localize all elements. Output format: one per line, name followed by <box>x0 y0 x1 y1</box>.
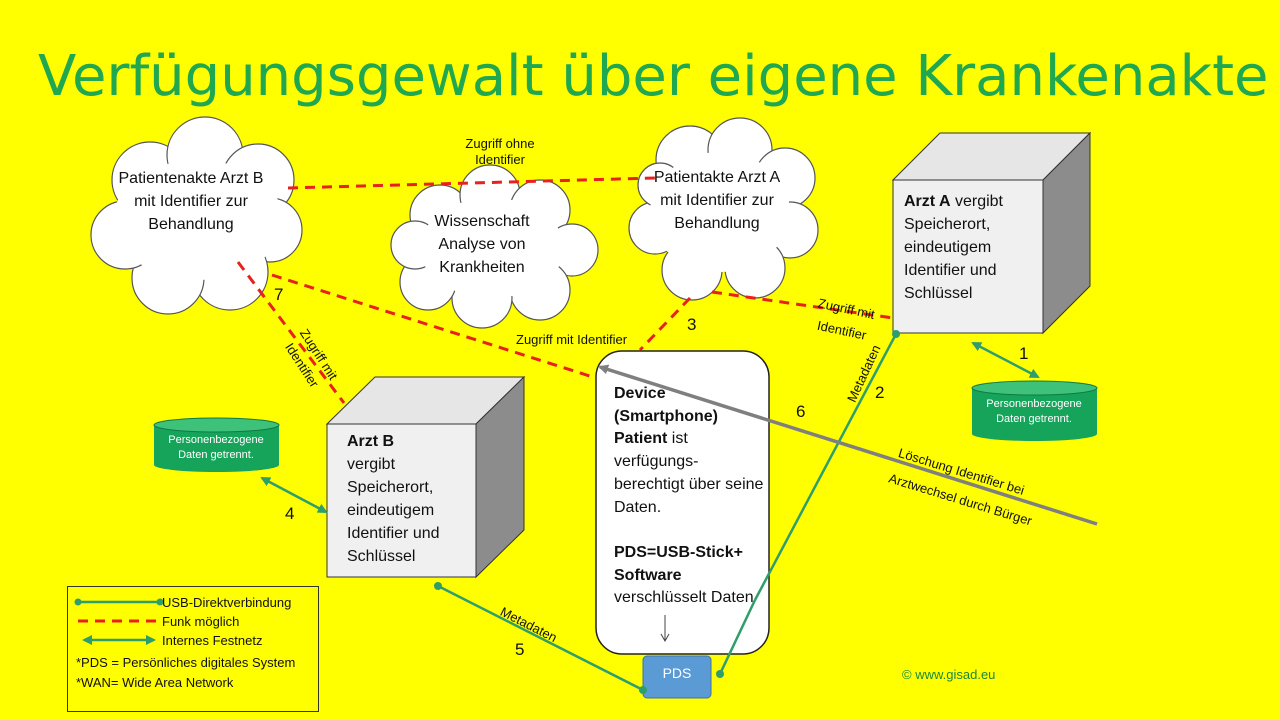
credit: © www.gisad.eu <box>902 667 996 682</box>
device-patient: Patient <box>614 430 668 448</box>
cube-arzt-a-shape <box>891 131 1092 335</box>
arzt-b-label: Arzt B vergibt Speicherort, eindeutigem … <box>347 430 473 568</box>
green-links <box>437 333 898 692</box>
legend-pds-note: *PDS = Persönliches digitales System <box>76 655 296 670</box>
number-6: 6 <box>796 402 806 421</box>
device-label: Device (Smartphone) Patient ist verfügun… <box>614 383 764 610</box>
number-7: 7 <box>274 285 284 304</box>
arrow-loeschung <box>598 364 1098 526</box>
cloud-patient-a-shape <box>628 117 819 301</box>
db-b-label: Personenbezogene Daten getrennt. <box>168 434 264 461</box>
down-arrow-icon <box>660 615 670 643</box>
legend-funk: Funk möglich <box>162 614 240 629</box>
db-a-label: Personenbezogene Daten getrennt. <box>986 398 1082 425</box>
device-text1: ist verfügungs-berechtigt über seine Dat… <box>614 430 764 516</box>
arzt-b-name: Arzt B <box>347 433 395 450</box>
device-pds: PDS=USB-Stick+ Software <box>614 543 743 584</box>
cube-arzt-b-shape <box>325 375 526 579</box>
arrow-db-a-arzt-a <box>971 341 1040 379</box>
red-dashed-links <box>236 176 894 404</box>
cloud-patient-b-label: Patientenakte Arzt B mit Identifier zur … <box>118 170 264 233</box>
db-a-shape <box>971 380 1098 441</box>
pds-box[interactable] <box>642 655 712 699</box>
device-line1: Device <box>614 385 666 402</box>
number-5: 5 <box>515 640 525 659</box>
page-title: Verfügungsgewalt über eigene Krankenakte <box>38 44 1269 109</box>
label-zugriff-ohne: Zugriff ohne Identifier <box>465 136 535 167</box>
legend-wan-note: *WAN= Wide Area Network <box>76 675 234 690</box>
pds-label[interactable]: PDS <box>662 665 692 681</box>
number-3: 3 <box>687 315 697 334</box>
legend-festnetz: Internes Festnetz <box>162 633 263 648</box>
cloud-science-label: Wissenschaft Analyse von Krankheiten <box>434 213 530 276</box>
number-2: 2 <box>875 383 885 402</box>
cloud-science-shape <box>390 164 599 329</box>
green-dots <box>434 330 900 694</box>
number-1: 1 <box>1019 344 1029 363</box>
device-text2: verschlüsselt Daten <box>614 589 754 607</box>
db-b-shape <box>153 417 280 472</box>
legend: USB-Direktverbindung Funk möglich Intern… <box>67 586 319 712</box>
device-box <box>595 350 770 655</box>
arrow-db-b-arzt-b <box>260 476 328 514</box>
arzt-b-text: vergibt Speicherort, eindeutigem Identif… <box>347 456 440 565</box>
cloud-patient-a-label: Patientakte Arzt A mit Identifier zur Be… <box>653 169 781 232</box>
arzt-a-name: Arzt A <box>904 193 951 210</box>
number-4: 4 <box>285 504 295 523</box>
arzt-a-text: vergibt Speicherort, eindeutigem Identif… <box>904 193 1003 302</box>
label-zugriff-mit-center: Zugriff mit Identifier <box>516 332 628 347</box>
device-line2: (Smartphone) <box>614 407 718 425</box>
legend-samples <box>74 598 164 645</box>
cloud-patient-b-shape <box>90 116 303 315</box>
arzt-a-label: Arzt A vergibt Speicherort, eindeutigem … <box>904 190 1036 305</box>
legend-usb: USB-Direktverbindung <box>162 595 292 610</box>
